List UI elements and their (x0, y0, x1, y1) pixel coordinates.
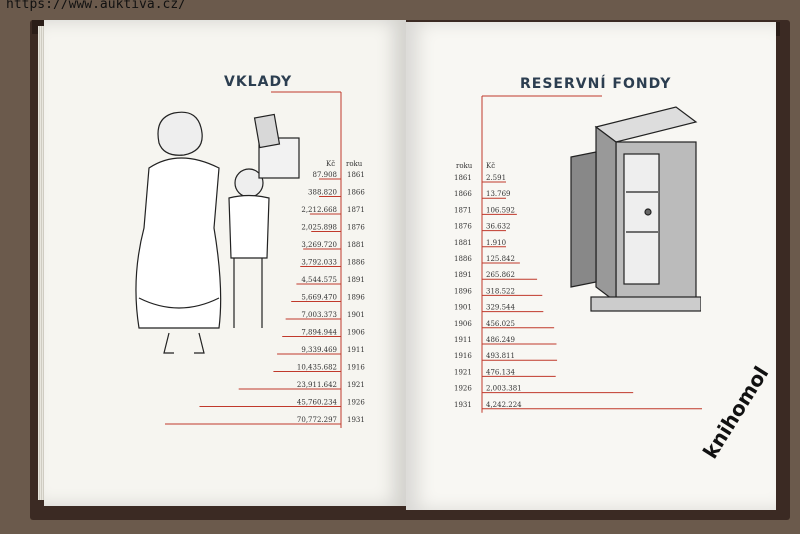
year-tick-label: 1906 (347, 329, 365, 337)
data-label: 5,669.470 (301, 294, 337, 302)
year-tick-label: 1866 (347, 189, 365, 197)
data-label: 45,760.234 (297, 399, 338, 407)
data-label: 3,792.033 (301, 259, 337, 267)
year-tick-label: 1926 (347, 399, 365, 407)
year-tick-label: 1866 (454, 190, 472, 198)
data-label: 7,003.373 (301, 311, 337, 319)
data-label: 4,242.224 (486, 401, 522, 409)
year-tick-label: 1901 (454, 304, 472, 312)
year-tick-label: 1881 (454, 239, 472, 247)
year-tick-label: 1886 (347, 259, 365, 267)
year-tick-label: 1861 (347, 171, 365, 179)
year-tick-label: 1861 (454, 174, 472, 182)
year-header: roku (346, 160, 363, 168)
year-tick-label: 1896 (454, 287, 472, 295)
data-label: 13.769 (486, 190, 511, 198)
data-label: 70,772.297 (297, 416, 337, 424)
year-tick-label: 1921 (454, 368, 472, 376)
data-label: 476.134 (486, 368, 515, 376)
year-tick-label: 1921 (347, 381, 365, 389)
right-page: RESERVNÍ FONDY roku Kč 2.591 1861 13.769 18… (406, 22, 776, 510)
safe-illustration (570, 106, 701, 312)
data-label: 318.522 (486, 287, 515, 295)
data-label: 9,339.469 (301, 346, 337, 354)
year-tick-label: 1891 (454, 271, 472, 279)
watermark-url: https://www.auktiva.cz/ (6, 0, 187, 12)
data-label: 493.811 (486, 352, 515, 360)
data-label: 4,544.575 (301, 276, 337, 284)
year-tick-label: 1926 (454, 385, 472, 393)
data-label: 2,212.668 (301, 206, 337, 214)
data-label: 3,269.720 (301, 241, 337, 249)
data-label: 1.910 (486, 239, 506, 247)
data-label: 388.820 (308, 189, 337, 197)
left-page: VKLADY Kč roku 87.908 1861 388.820 1866 2,21… (44, 20, 406, 506)
vklady-chart: 87.908 1861 388.820 1866 2,212.668 1871 2,025.… (165, 91, 365, 428)
year-tick-label: 1871 (347, 206, 365, 214)
data-label: 10,435.682 (297, 364, 337, 372)
year-tick-label: 1891 (347, 276, 365, 284)
year-tick-label: 1931 (454, 401, 472, 409)
data-label: 329.544 (486, 304, 515, 312)
year-tick-label: 1931 (347, 416, 365, 424)
year-tick-label: 1876 (347, 224, 365, 232)
year-tick-label: 1876 (454, 223, 472, 231)
data-label: 265.862 (486, 271, 515, 279)
data-label: 2,003.381 (486, 385, 522, 393)
year-tick-label: 1911 (347, 346, 365, 354)
year-tick-label: 1911 (454, 336, 472, 344)
year-tick-label: 1906 (454, 320, 472, 328)
mother-child-illustration (135, 111, 300, 354)
year-tick-label: 1916 (454, 352, 472, 360)
value-header: Kč (486, 162, 496, 170)
chart-title-vklady: VKLADY (224, 74, 293, 90)
year-header: roku (456, 162, 473, 170)
year-tick-label: 1871 (454, 206, 472, 214)
data-label: 87.908 (313, 171, 338, 179)
data-label: 486.249 (486, 336, 515, 344)
chart-title-reservni-fondy: RESERVNÍ FONDY (520, 76, 672, 92)
year-tick-label: 1896 (347, 294, 365, 302)
year-tick-label: 1901 (347, 311, 365, 319)
value-header: Kč (326, 160, 336, 168)
data-label: 2.591 (486, 174, 506, 182)
data-label: 2,025.898 (301, 224, 337, 232)
data-label: 36.632 (486, 223, 511, 231)
year-tick-label: 1881 (347, 241, 365, 249)
data-label: 456.025 (486, 320, 515, 328)
data-label: 106.592 (486, 206, 515, 214)
data-label: 7,894.944 (301, 329, 337, 337)
reservni-fondy-chart: 2.591 1861 13.769 1866 106.592 1871 36.632 1876… (454, 95, 702, 413)
year-tick-label: 1886 (454, 255, 472, 263)
data-label: 125.842 (486, 255, 515, 263)
year-tick-label: 1916 (347, 364, 365, 372)
data-label: 23,911.642 (297, 381, 337, 389)
